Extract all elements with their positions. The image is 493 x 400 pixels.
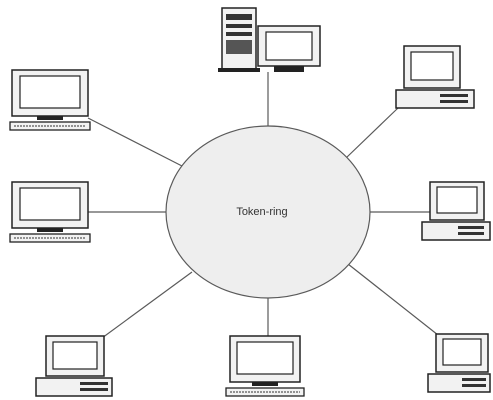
desktop-computer-icon [427, 333, 491, 393]
token-ring-ellipse [165, 125, 371, 299]
link-pc-top-right [345, 107, 399, 159]
server-tower-icon [218, 7, 321, 72]
ring: Token-ring [165, 125, 371, 299]
connections [87, 72, 439, 339]
desktop-computer-icon [421, 181, 491, 241]
desktop-computer-icon [395, 45, 475, 109]
ring-label: Token-ring [236, 206, 287, 218]
link-pc-top-left [87, 117, 183, 167]
monitor-keyboard-icon [9, 69, 91, 131]
link-pc-bottom-right [347, 263, 439, 336]
monitor-keyboard-icon [225, 335, 305, 397]
link-pc-bottom-left [101, 271, 193, 339]
monitor-keyboard-icon [9, 181, 91, 243]
desktop-computer-icon [35, 335, 113, 397]
